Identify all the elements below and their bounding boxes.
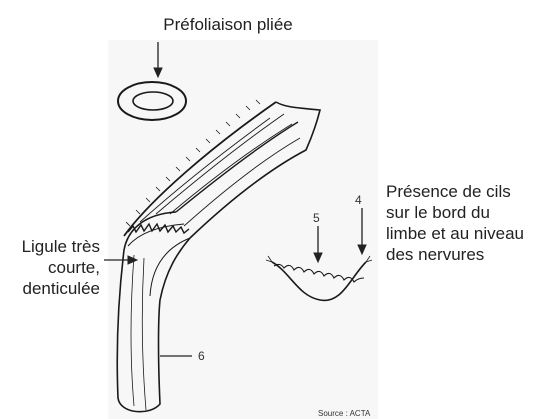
- cils-label: Présence de cils sur le bord du limbe et…: [386, 181, 546, 265]
- cils-line-1: Présence de cils: [386, 181, 546, 202]
- cils-line-4: des nervures: [386, 244, 546, 265]
- cils-line-2: sur le bord du: [386, 202, 546, 223]
- cils-line-3: limbe et au niveau: [386, 223, 546, 244]
- prefoliaison-label: Préfoliaison pliée: [128, 14, 328, 35]
- ligule-label: Ligule très courte, denticulée: [0, 236, 100, 299]
- ligule-line-3: denticulée: [0, 278, 100, 299]
- source-label: Source : ACTA: [318, 409, 370, 418]
- number-6-label: 6: [198, 349, 205, 363]
- scan-background: [108, 40, 378, 419]
- ligule-line-1: Ligule très: [0, 236, 100, 257]
- ligule-line-2: courte,: [0, 257, 100, 278]
- number-5-label: 5: [313, 211, 320, 225]
- number-4-label: 4: [355, 193, 362, 207]
